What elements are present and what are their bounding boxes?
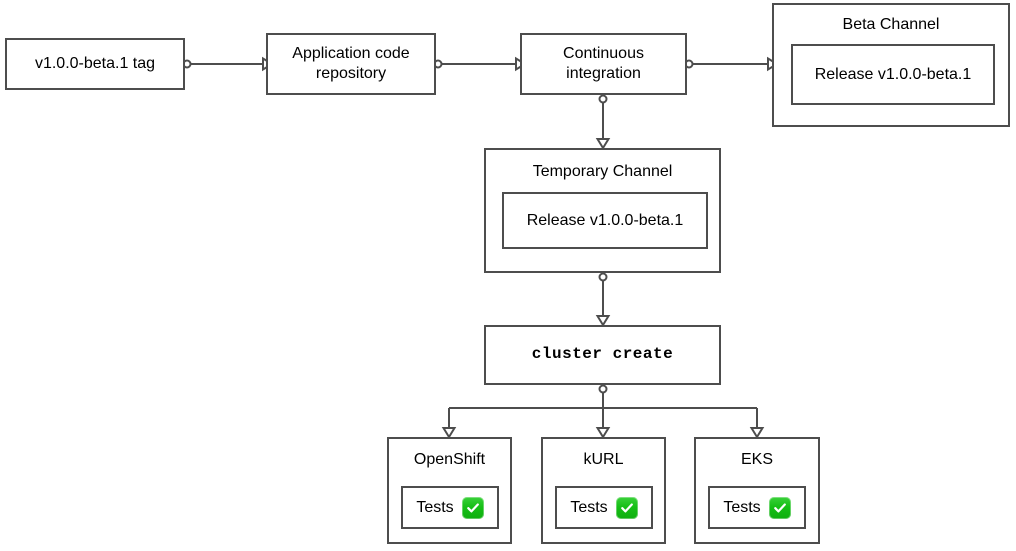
openshift-tests-box[interactable]: Tests bbox=[401, 486, 499, 529]
node-beta-channel[interactable]: Beta Channel Release v1.0.0-beta.1 bbox=[772, 3, 1010, 127]
edge-arrowhead bbox=[595, 138, 611, 150]
check-mark-button-icon bbox=[615, 496, 638, 519]
node-continuous-integration[interactable]: Continuous integration bbox=[520, 33, 687, 95]
temporary-channel-release-box[interactable]: Release v1.0.0-beta.1 bbox=[502, 192, 708, 249]
edge-source-dot bbox=[598, 272, 608, 282]
beta-channel-release-box[interactable]: Release v1.0.0-beta.1 bbox=[791, 44, 995, 105]
edge-arrowhead bbox=[441, 427, 457, 439]
kurl-tests-label: Tests bbox=[570, 498, 608, 516]
check-mark-button-icon bbox=[461, 496, 484, 519]
node-application-code-repository[interactable]: Application code repository bbox=[266, 33, 436, 95]
node-kurl[interactable]: kURL Tests bbox=[541, 437, 666, 544]
kurl-tests-box[interactable]: Tests bbox=[555, 486, 653, 529]
node-application-code-repository-label: Application code repository bbox=[292, 45, 410, 82]
node-beta-channel-title: Beta Channel bbox=[842, 16, 940, 33]
beta-channel-release-label: Release v1.0.0-beta.1 bbox=[814, 65, 972, 83]
node-openshift-title: OpenShift bbox=[413, 451, 486, 468]
edge-arrowhead bbox=[595, 315, 611, 327]
node-tag[interactable]: v1.0.0-beta.1 tag bbox=[5, 38, 185, 90]
eks-tests-box[interactable]: Tests bbox=[708, 486, 806, 529]
node-cluster-create-label: cluster create bbox=[531, 345, 674, 364]
edge-source-dot bbox=[598, 94, 608, 104]
edge-arrowhead bbox=[595, 427, 611, 439]
edge-source-dot bbox=[598, 384, 608, 394]
node-tag-label: v1.0.0-beta.1 tag bbox=[34, 55, 156, 73]
eks-tests-label: Tests bbox=[723, 498, 761, 516]
node-kurl-title: kURL bbox=[583, 451, 624, 468]
node-continuous-integration-label: Continuous integration bbox=[563, 45, 644, 82]
node-cluster-create[interactable]: cluster create bbox=[484, 325, 721, 385]
node-eks[interactable]: EKS Tests bbox=[694, 437, 820, 544]
edge-arrowhead bbox=[749, 427, 765, 439]
node-temporary-channel[interactable]: Temporary Channel Release v1.0.0-beta.1 bbox=[484, 148, 721, 273]
node-openshift[interactable]: OpenShift Tests bbox=[387, 437, 512, 544]
openshift-tests-label: Tests bbox=[416, 498, 454, 516]
check-mark-button-icon bbox=[768, 496, 791, 519]
node-eks-title: EKS bbox=[740, 451, 773, 468]
temporary-channel-release-label: Release v1.0.0-beta.1 bbox=[526, 211, 684, 229]
node-temporary-channel-title: Temporary Channel bbox=[532, 163, 673, 180]
